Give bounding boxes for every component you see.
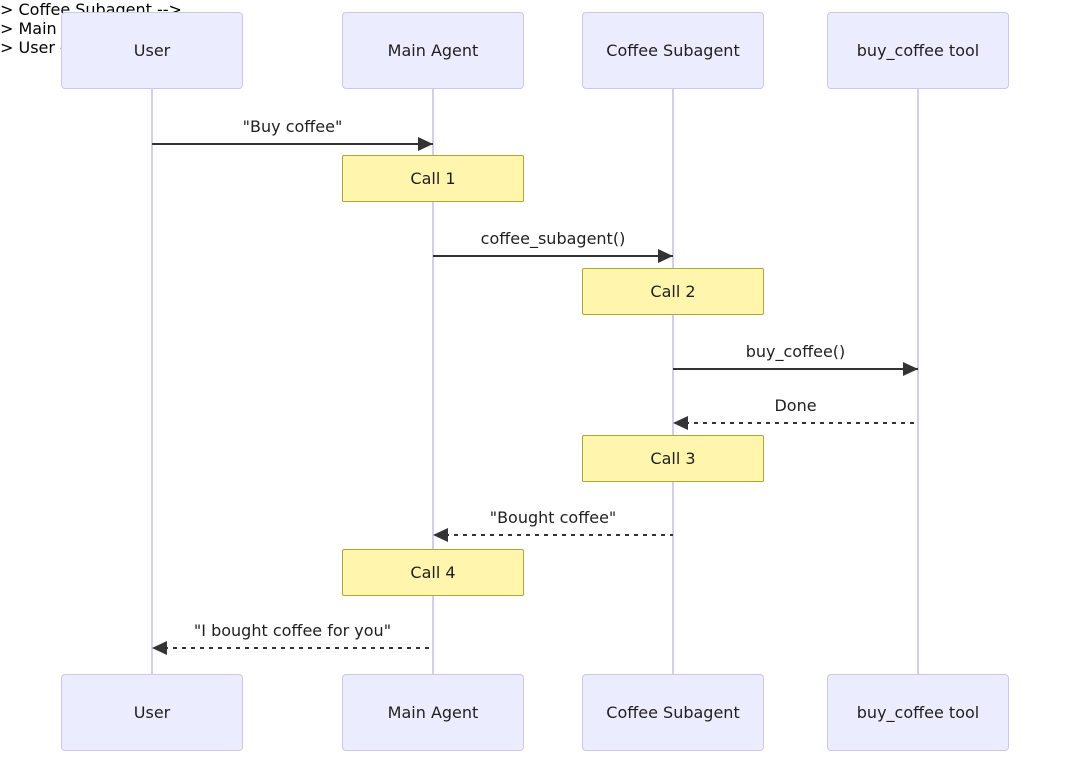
- lifeline-buy-coffee-tool: [917, 89, 919, 674]
- message-label: coffee_subagent(): [480, 229, 626, 248]
- arrowhead-left-icon: [152, 641, 167, 655]
- actor-box-buy-coffee-tool-top: buy_coffee tool: [827, 12, 1009, 89]
- actor-label-buy-coffee-tool: buy_coffee tool: [856, 703, 980, 722]
- note-call-4: Call 4: [342, 549, 524, 596]
- actor-box-user-bottom: User: [61, 674, 243, 751]
- arrowhead-right-icon: [418, 137, 433, 151]
- actor-box-buy-coffee-tool-bottom: buy_coffee tool: [827, 674, 1009, 751]
- message-line: [445, 534, 673, 536]
- actor-box-coffee-subagent-top: Coffee Subagent: [582, 12, 764, 89]
- note-call-2: Call 2: [582, 268, 764, 315]
- arrowhead-right-icon: [658, 249, 673, 263]
- actor-label-user: User: [133, 41, 171, 60]
- message-line: [433, 255, 673, 257]
- actor-label-user: User: [133, 703, 171, 722]
- arrowhead-right-icon: [903, 362, 918, 376]
- arrowhead-left-icon: [673, 416, 688, 430]
- note-call-3: Call 3: [582, 435, 764, 482]
- message-line: [152, 143, 433, 145]
- actor-label-main-agent: Main Agent: [387, 703, 479, 722]
- actor-box-main-agent-bottom: Main Agent: [342, 674, 524, 751]
- lifeline-main-agent: [432, 89, 434, 674]
- actor-label-coffee-subagent: Coffee Subagent: [606, 41, 740, 60]
- actor-box-main-agent-top: Main Agent: [342, 12, 524, 89]
- note-label: Call 4: [410, 563, 456, 582]
- note-label: Call 1: [410, 169, 456, 188]
- message-label: buy_coffee(): [745, 342, 846, 361]
- note-label: Call 3: [650, 449, 696, 468]
- message-line: [685, 422, 918, 424]
- note-call-1: Call 1: [342, 155, 524, 202]
- lifeline-coffee-subagent: [672, 89, 674, 674]
- message-label: "Bought coffee": [489, 508, 617, 527]
- note-label: Call 2: [650, 282, 696, 301]
- actor-box-user-top: User: [61, 12, 243, 89]
- message-line: [673, 368, 918, 370]
- arrowhead-left-icon: [433, 528, 448, 542]
- message-label: "Buy coffee": [242, 117, 343, 136]
- message-label: Done: [774, 396, 817, 415]
- actor-label-buy-coffee-tool: buy_coffee tool: [856, 41, 980, 60]
- message-label: "I bought coffee for you": [193, 621, 392, 640]
- actor-box-coffee-subagent-bottom: Coffee Subagent: [582, 674, 764, 751]
- lifeline-user: [151, 89, 153, 674]
- message-line: [164, 647, 433, 649]
- actor-label-coffee-subagent: Coffee Subagent: [606, 703, 740, 722]
- actor-label-main-agent: Main Agent: [387, 41, 479, 60]
